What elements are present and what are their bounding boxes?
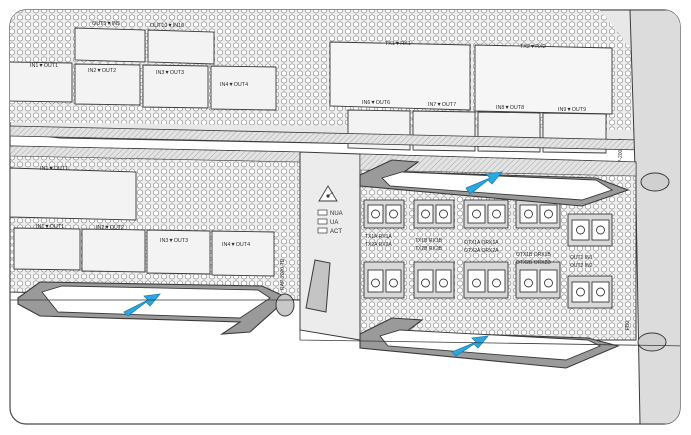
port-label-g4-l1: OTX1B ORX1B <box>516 252 551 258</box>
label-top-in8: IN8▼OUT8 <box>496 105 524 111</box>
label-top-side: RAP-2000-TD <box>618 138 624 170</box>
insert-arrow-icon <box>451 335 489 357</box>
port-label-g3-l2: OTX2A ORX2A <box>464 248 499 254</box>
port-label-g3-l1: OTX1A ORX1A <box>464 240 499 246</box>
label-bottom-in4: IN4▼OUT4 <box>222 242 250 248</box>
center-card <box>299 151 361 341</box>
port-label-g4-l2: OTX2B ORX2B <box>516 260 551 266</box>
led-ua <box>317 218 328 225</box>
label-bottom-in3: IN3▼OUT3 <box>160 238 188 244</box>
handle-left <box>17 281 295 335</box>
led-act <box>317 227 328 234</box>
laser-warning-icon <box>318 185 338 202</box>
insert-arrow-icon <box>465 171 503 195</box>
label-top-in1: IN1▼OUT1 <box>30 63 58 69</box>
led-label-nua: NUA <box>330 211 343 217</box>
label-top-in7: IN7▼OUT7 <box>428 102 456 108</box>
label-top-in2: IN2▼OUT2 <box>88 68 116 74</box>
handle-upper <box>359 159 630 207</box>
led-label-ua: UA <box>330 220 338 226</box>
label-top-in9: IN9▼OUT9 <box>558 107 586 113</box>
center-latch <box>305 259 331 313</box>
label-top-in6: IN6▼OUT6 <box>362 100 390 106</box>
led-label-act: ACT <box>330 229 342 235</box>
led-nua <box>317 209 328 216</box>
label-bottom-in2: IN2▼OUT2 <box>96 225 124 231</box>
port-label-g5-l2: OUT2 IN2 <box>570 263 593 269</box>
port-label-g2-l2: TX2B RX2B <box>415 246 443 252</box>
port-label-g2-l1: TX1B RX1B <box>415 238 443 244</box>
label-top-out10: OUT10▼IN10 <box>150 23 184 29</box>
port-label-g5-l1: OUT1 IN1 <box>570 255 593 261</box>
rail-knob-lower <box>637 332 667 352</box>
rail-knob-upper <box>640 172 670 192</box>
label-bottom-in1: IN1▼OUT1 <box>36 224 64 230</box>
chassis-base-line <box>10 299 680 347</box>
label-top-in4: IN4▼OUT4 <box>220 82 248 88</box>
label-tx2: TX2▼RX2 <box>520 44 546 50</box>
label-bottom-side: RAP-2000-TD <box>280 258 286 290</box>
label-top-out5: OUT5▼IN5 <box>92 21 120 27</box>
label-tx1: TX1▼RX1 <box>385 41 411 47</box>
right-rail <box>629 10 680 424</box>
port-label-g1-l2: TX2A RX2A <box>365 242 392 248</box>
right-board-hatch <box>359 153 637 177</box>
label-right-side: FB0 <box>625 321 631 330</box>
optical-ports <box>363 199 613 309</box>
bottom-module-cages <box>10 167 275 277</box>
label-top-in3: IN3▼OUT3 <box>156 70 184 76</box>
port-label-g1-l1: TX1A RX1A <box>365 234 392 240</box>
label-bottom-top: IN1▼OUT1 <box>40 166 68 172</box>
